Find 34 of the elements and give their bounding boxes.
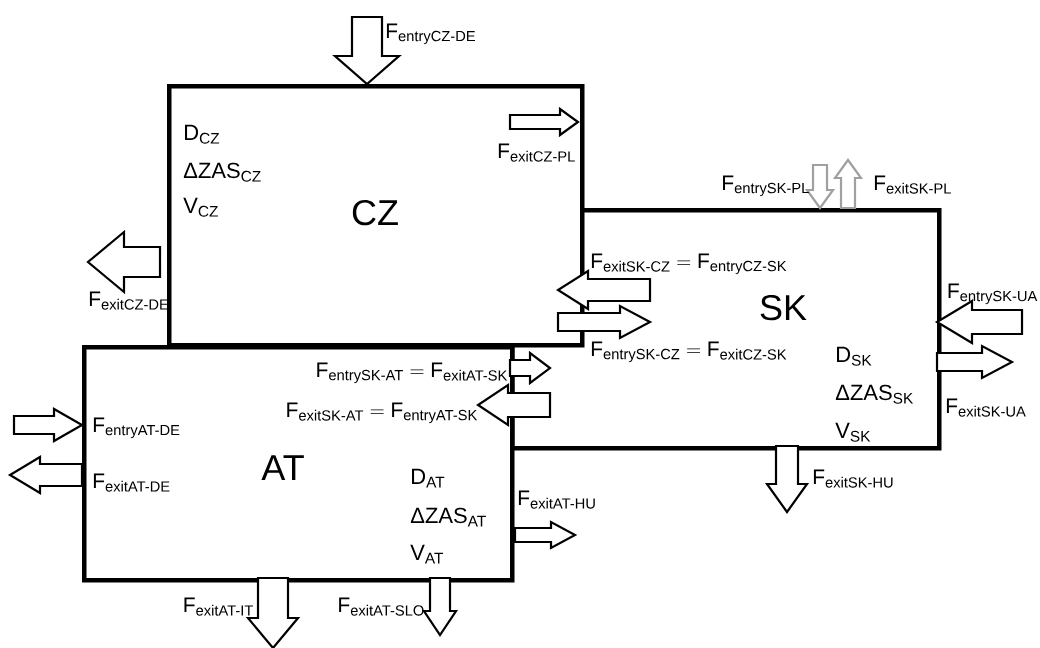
edge-label: $\text{F}_{\text{entryAT-DE}}$ (93, 417, 180, 439)
block-arrow (245, 576, 301, 648)
edge-label: $\text{F}_{\text{entrySK-PL}}$ (723, 175, 809, 197)
edge-label: $\text{F}_{\text{exitSK-UA}}$ (946, 398, 1026, 417)
edge-label: $\text{F}_{\text{exitAT-HU}}$ (518, 490, 595, 509)
block-arrow (934, 299, 1024, 345)
edge-label: $\text{F}_{\text{exitCZ-DE}}$ (89, 291, 169, 310)
block-arrow (555, 269, 652, 311)
block-arrow (832, 158, 864, 210)
block-arrow (7, 455, 84, 495)
edge-label: $\text{F}_{\text{exitSK-HU}}$ (813, 469, 893, 488)
block-arrow (508, 350, 552, 386)
block-arrow (421, 576, 459, 637)
edge-label: $\text{F}_{\text{exitSK-PL}}$ (874, 175, 951, 194)
block-arrow (12, 407, 85, 443)
edge-label: $\text{F}_{\text{entryCZ-DE}}$ (386, 23, 475, 45)
block-arrow (332, 15, 402, 86)
edge-label: $\text{F}_{\text{exitAT-IT}}$ (184, 597, 253, 616)
edge-label: $\text{F}_{\text{exitAT-SLO}}$ (339, 597, 424, 616)
edge-label: $\text{F}_{\text{entrySK-UA}}$ (948, 283, 1038, 305)
edge-label: $\text{F}_{\text{exitSK-AT}} = \text{F}_{\text{entryAT-SK}}$ (287, 402, 478, 424)
edge-label: $\text{F}_{\text{exitSK-CZ}} = \text{F}_{\text{entryCZ-SK}}$ (591, 253, 787, 275)
block-arrow (804, 163, 836, 210)
block-arrow (476, 382, 552, 428)
block-arrow (86, 229, 162, 295)
block-arrow (935, 344, 1015, 380)
edge-label: $\text{F}_{\text{exitAT-DE}}$ (93, 473, 170, 492)
block-arrow (764, 444, 810, 514)
block-arrow (513, 520, 578, 550)
edge-label: $\text{F}_{\text{entrySK-AT}} = \text{F}_{\text{exitAT-SK}}$ (317, 362, 508, 384)
block-arrow (556, 304, 653, 340)
block-arrow (508, 106, 580, 138)
edge-label: $\text{F}_{\text{exitCZ-PL}}$ (498, 143, 575, 162)
edge-label: $\text{F}_{\text{entrySK-CZ}} = \text{F}_{\text{exitCZ-SK}}$ (591, 341, 787, 363)
